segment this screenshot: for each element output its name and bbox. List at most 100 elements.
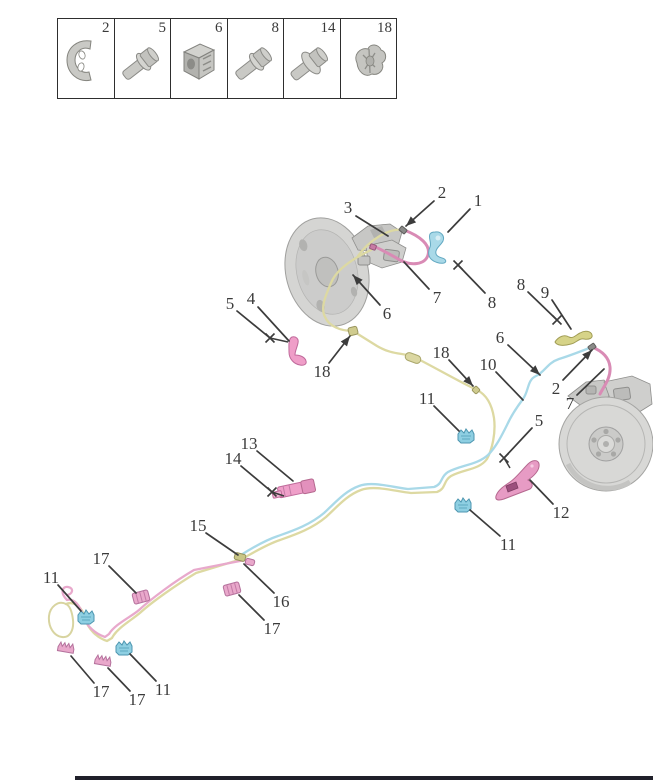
legend-cell: 18 [339,19,396,98]
arrowhead-icon [353,275,363,286]
callout-label: 4 [247,289,256,308]
callout-3: 3 [344,198,389,237]
pipe-hose-union-right [587,342,597,352]
bracket-1 [428,231,447,264]
callout-label: 10 [480,355,497,374]
callout-17: 17 [107,667,147,709]
callout-label: 3 [344,198,353,217]
bracket-12 [495,460,540,501]
callout-15: 15 [190,516,239,556]
callout-18: 18 [314,335,351,381]
callout-5: 5 [226,294,289,344]
callout-8: 8 [517,275,563,326]
cross-marker-icon [551,314,563,326]
box-nut-icon [182,43,216,80]
pipe-hose-union-left [398,225,408,235]
callout-label: 18 [433,343,450,362]
callout-label: 16 [273,592,290,611]
clip-18 [471,385,481,395]
clip-17 [93,653,112,667]
clip-17 [56,640,75,654]
arrowhead-icon [582,350,592,360]
callout-label: 11 [500,535,516,554]
legend-cell: 5 [113,19,170,98]
legend-cell: 14 [283,19,340,98]
callout-7: 7 [566,368,605,413]
callout-12: 12 [529,479,570,522]
clip-18 [347,325,359,337]
legend-cell: 8 [226,19,283,98]
callout-label: 17 [93,682,111,701]
callout-label: 15 [190,516,207,535]
legend-cell: 6 [170,19,227,98]
callout-label: 18 [314,362,331,381]
callout-label: 9 [541,283,550,302]
left-brake-hose-pink [371,228,430,266]
legend-number: 6 [215,20,223,36]
hook-bracket-9 [554,330,593,346]
callout-18: 18 [433,343,474,387]
callout-label: 5 [226,294,235,313]
callout-label: 11 [155,680,171,699]
callout-6: 6 [352,274,392,323]
right-brake-hose-pink [590,345,612,396]
callout-label: 6 [496,328,505,347]
callout-13: 13 [241,434,294,482]
callout-6: 6 [496,328,541,376]
clip-11 [115,640,133,656]
legend-number: 5 [158,20,167,36]
callout-11: 11 [419,389,460,432]
callout-label: 11 [43,568,59,587]
legend-number: 14 [320,20,336,36]
callout-11: 11 [129,653,171,699]
flange-bolt-icon [121,47,159,80]
yellow-pipe-end-loop [47,601,75,639]
callout-9: 9 [541,283,572,330]
washer-bolt-icon [290,47,328,81]
legend-number: 18 [377,20,392,36]
callout-8: 8 [452,259,496,312]
callout-label: 7 [433,288,442,307]
spring-clip-icon [354,44,386,76]
rear-left-brake-pipe-yellow [64,248,496,643]
callout-label: 17 [129,690,147,709]
bracket-4 [288,336,307,366]
callout-label: 5 [535,411,544,430]
right-brake-assembly [558,375,653,492]
bracket-assembly-13 [271,478,317,499]
callout-16: 16 [243,563,290,611]
flange-bolt-icon [234,47,272,80]
callout-label: 8 [517,275,526,294]
callout-7: 7 [403,261,442,307]
callout-label: 6 [383,304,392,323]
hose-end-cap-left [369,243,377,251]
arrowhead-icon [463,375,473,386]
callout-17: 17 [238,594,282,638]
callout-5: 5 [498,411,544,469]
union-16 [244,557,256,567]
callout-2: 2 [552,349,593,398]
callout-label: 12 [553,503,570,522]
legend-number: 2 [102,20,110,36]
callout-label: 7 [566,394,575,413]
legend-number: 8 [271,20,280,36]
callout-14: 14 [225,449,285,498]
clip-11 [454,497,472,513]
callout-label: 1 [474,191,483,210]
rear-right-brake-pipe-blue [239,345,594,557]
callout-label: 2 [438,183,447,202]
arrowhead-icon [529,365,540,375]
callout-10: 10 [480,355,524,401]
callout-label: 14 [225,449,243,468]
cross-marker-icon [452,259,464,271]
arrowhead-icon [406,216,417,226]
callout-11: 11 [43,568,82,612]
callout-label: 17 [264,619,282,638]
clip-11 [77,609,95,625]
small-parts [56,225,597,667]
callout-1: 1 [447,191,483,233]
pipe-sleeve [404,352,422,364]
